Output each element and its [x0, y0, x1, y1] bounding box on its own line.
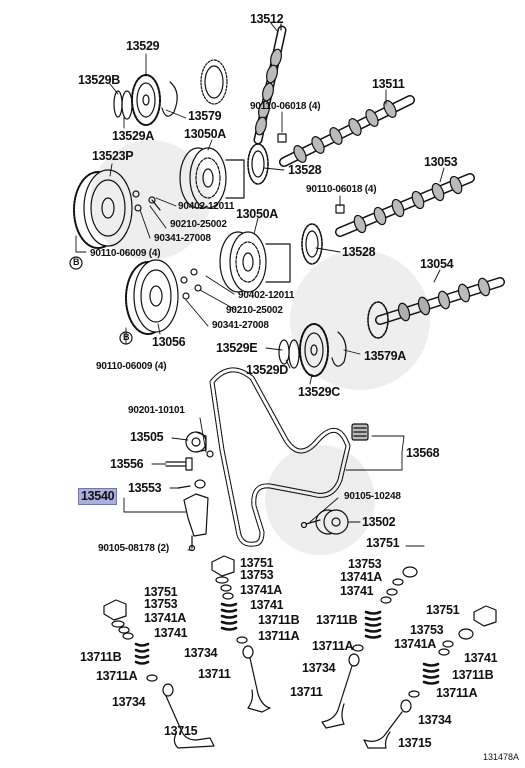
valve-stack-a [103, 599, 215, 749]
part-label: 13511 [372, 77, 405, 91]
sprocket-13050a-lower [190, 223, 323, 293]
figure-code: 131478A [482, 752, 519, 762]
watermark-emblem [90, 140, 430, 555]
part-label: 13753 [410, 623, 444, 637]
part-label: 13529 [126, 39, 160, 53]
part-label: 13556 [110, 457, 144, 471]
part-label: 13553 [128, 481, 162, 495]
part-label: 13734 [302, 661, 336, 675]
leader-lines [75, 21, 445, 551]
part-label: 13711B [258, 613, 300, 627]
part-label: 13734 [112, 695, 146, 709]
part-label: 13741 [464, 651, 498, 665]
part-label: 13711 [198, 667, 231, 681]
part-label: 90402-12011 [238, 290, 295, 301]
pulley-13523p [73, 169, 161, 249]
idler-13505 [165, 431, 214, 552]
part-label: 90110-06018 (4) [306, 184, 377, 195]
part-label: 90110-06009 (4) [96, 361, 167, 372]
part-label: 13529B [78, 73, 120, 87]
part-label: 13715 [164, 724, 198, 738]
part-label-highlighted[interactable]: 13540 [78, 488, 118, 505]
gear-13529c [278, 323, 347, 377]
part-label: 13502 [362, 515, 396, 529]
part-label: 13053 [424, 155, 458, 169]
bolt-markers [69, 256, 133, 345]
part-label: 13734 [418, 713, 452, 727]
camshaft-13511 [277, 95, 415, 167]
part-label: 13568 [406, 446, 440, 460]
part-label: 13050A [184, 127, 226, 141]
part-label: 13715 [398, 736, 432, 750]
camshaft-13512 [200, 23, 287, 145]
valve-stack-c [321, 566, 418, 729]
part-label: 13751 [366, 536, 400, 550]
part-label: 90105-08178 (2) [98, 543, 169, 554]
part-label: 13711B [316, 613, 358, 627]
part-label: 13711B [80, 650, 122, 664]
part-label: 13528 [288, 163, 322, 177]
idler-13502 [300, 509, 349, 535]
part-label: 90402-12011 [178, 201, 235, 212]
part-label: 13741A [240, 583, 282, 597]
bolt-marker-label: B [123, 332, 130, 342]
part-label: 13523P [92, 149, 134, 163]
part-label: 90210-25002 [226, 305, 283, 316]
part-label: 13512 [250, 12, 284, 26]
part-label: 13711A [96, 669, 138, 683]
part-label: 13711A [436, 686, 478, 700]
part-label: 13753 [348, 557, 382, 571]
part-label: 13529C [298, 385, 340, 399]
part-label: 13054 [420, 257, 454, 271]
part-label: 13711 [290, 685, 323, 699]
part-label: 90105-10248 [344, 491, 401, 502]
pulley-13056 [125, 259, 190, 335]
part-label: 13751 [426, 603, 460, 617]
part-label: 13741A [144, 611, 186, 625]
part-label: 13751 [240, 556, 274, 570]
part-label: 13753 [144, 597, 178, 611]
part-label: 13711A [258, 629, 300, 643]
part-label: 90210-25002 [170, 219, 227, 230]
part-label: 13579A [364, 349, 406, 363]
timing-belt-13568 [209, 367, 369, 547]
part-label: 13056 [152, 335, 186, 349]
part-label: 90201-10101 [128, 405, 185, 416]
part-label: 13579 [188, 109, 222, 123]
part-label: 13050A [236, 207, 278, 221]
part-label: 13529D [246, 363, 288, 377]
part-label: 13741 [340, 584, 374, 598]
part-label: 90341-27008 [154, 233, 211, 244]
part-label: 13528 [342, 245, 376, 259]
part-label: 13734 [184, 646, 218, 660]
part-label: 13741A [394, 637, 436, 651]
part-label: 13741A [340, 570, 382, 584]
bolt-marker-label: B [73, 257, 80, 267]
part-label: 90110-06018 (4) [250, 101, 321, 112]
part-label: 90341-27008 [212, 320, 269, 331]
camshaft-13054 [367, 277, 505, 339]
valve-stack-b [211, 555, 271, 713]
part-label: 13741 [250, 598, 284, 612]
part-label: 13529E [216, 341, 258, 355]
part-label: 13741 [154, 626, 188, 640]
valve-stack-d [363, 605, 497, 749]
sprocket-13050a-upper [179, 143, 269, 209]
part-label: 13711A [312, 639, 354, 653]
part-label: 13505 [130, 430, 164, 444]
gear-13529 [113, 74, 178, 126]
part-label: 13529A [112, 129, 154, 143]
part-label: 13753 [240, 568, 274, 582]
camshaft-13053 [335, 173, 475, 237]
part-label: 90110-06009 (4) [90, 248, 161, 259]
part-label: 13711B [452, 668, 494, 682]
part-label: 13751 [144, 585, 178, 599]
